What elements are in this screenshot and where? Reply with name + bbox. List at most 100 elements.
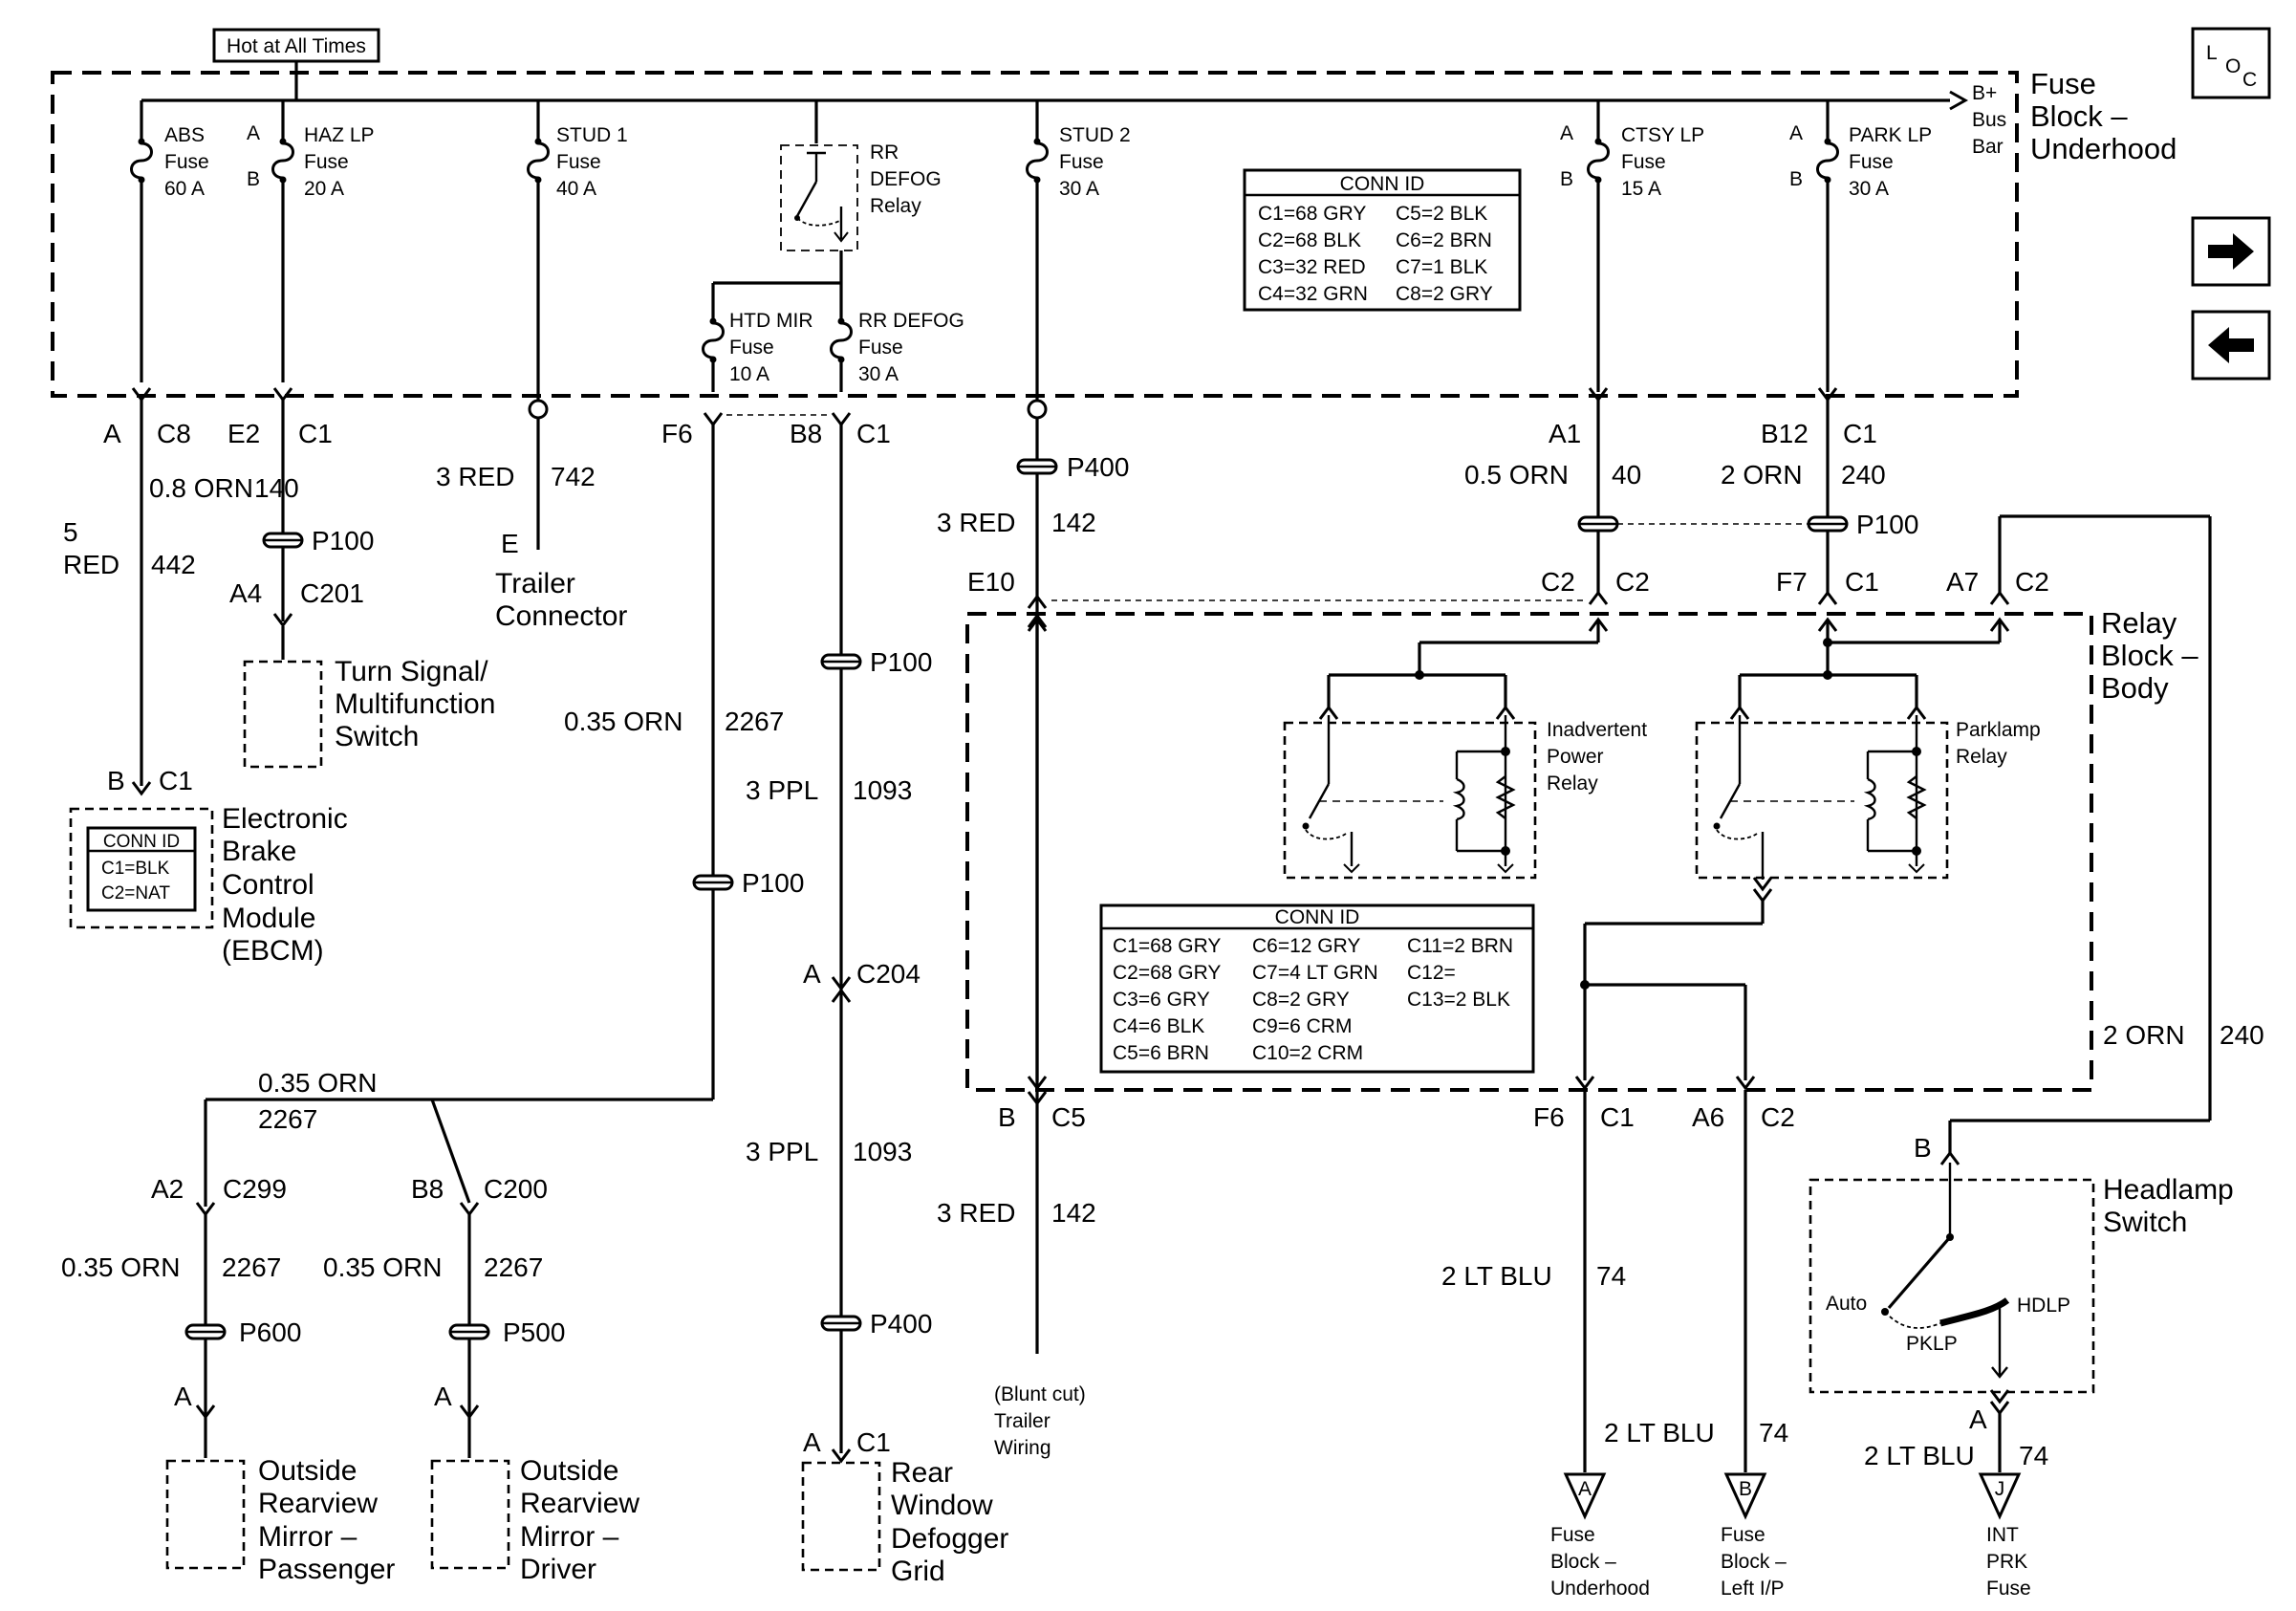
svg-text:PARK LP: PARK LP — [1849, 124, 1932, 146]
svg-text:C6=12 GRY: C6=12 GRY — [1252, 935, 1360, 957]
splice-p100-haz: P100 — [312, 526, 374, 555]
offpage-fuse-b-left-ip[interactable]: B Fuse Block – Left I/P — [1721, 1472, 1787, 1600]
svg-text:Electronic: Electronic — [222, 803, 348, 835]
svg-text:Switch: Switch — [335, 721, 419, 752]
haz-connector-c1: E2 C1 — [227, 419, 333, 448]
svg-text:Rearview: Rearview — [258, 1488, 378, 1519]
svg-text:C1: C1 — [298, 419, 333, 448]
svg-text:Module: Module — [222, 903, 315, 934]
ctsy-lp-fuse: A B CTSY LP Fuse 15 A — [1560, 100, 1704, 392]
svg-text:Fuse: Fuse — [1621, 151, 1666, 173]
svg-text:C3=6 GRY: C3=6 GRY — [1113, 989, 1210, 1011]
svg-text:C1: C1 — [856, 419, 891, 448]
headlamp-switch-pin-a: A — [1969, 1404, 1987, 1434]
svg-text:O: O — [2225, 55, 2241, 77]
svg-text:742: 742 — [551, 462, 596, 491]
svg-text:Power: Power — [1547, 746, 1604, 768]
svg-text:B: B — [998, 1102, 1016, 1132]
offpage-int-prk-fuse[interactable]: J INT PRK Fuse — [1978, 1472, 2031, 1600]
svg-text:J: J — [1995, 1478, 2005, 1500]
svg-text:PKLP: PKLP — [1906, 1333, 1958, 1355]
svg-text:C299: C299 — [223, 1174, 287, 1204]
svg-text:C4=6 BLK: C4=6 BLK — [1113, 1015, 1204, 1037]
svg-text:C7=4 LT GRN: C7=4 LT GRN — [1252, 962, 1378, 984]
svg-text:2 LT BLU: 2 LT BLU — [1441, 1261, 1552, 1291]
svg-text:Fuse: Fuse — [164, 151, 209, 173]
splice-p600: P600 — [239, 1317, 301, 1347]
svg-text:Rear: Rear — [891, 1457, 953, 1489]
svg-text:F6: F6 — [661, 419, 693, 448]
output-connector-f6-c1: F6 C1 — [1533, 1102, 1635, 1132]
svg-text:RR: RR — [870, 142, 899, 163]
svg-text:Multifunction: Multifunction — [335, 688, 495, 720]
svg-text:442: 442 — [151, 550, 196, 579]
svg-text:STUD 1: STUD 1 — [556, 124, 628, 146]
blunt-cut-trailer-wiring: (Blunt cut) Trailer Wiring — [994, 1383, 1086, 1459]
trailer-pin-e: E — [501, 529, 519, 558]
wire-label-park: 2 ORN 240 — [1721, 460, 1886, 490]
svg-text:Fuse: Fuse — [556, 151, 601, 173]
loc-icon[interactable]: L O C — [2191, 27, 2271, 99]
svg-text:Wiring: Wiring — [994, 1437, 1051, 1459]
svg-text:Inadvertent: Inadvertent — [1547, 719, 1647, 741]
splice-p400-top: P400 — [1067, 452, 1129, 482]
fuse-block-underhood-outline — [51, 71, 2019, 398]
svg-text:74: 74 — [1759, 1418, 1788, 1448]
wire-label-htd: 0.35 ORN 2267 — [564, 707, 784, 736]
svg-text:RR DEFOG: RR DEFOG — [858, 310, 964, 332]
forward-arrow-icon[interactable] — [2191, 216, 2271, 287]
driver-mirror-connector-c200: B8 C200 — [411, 1174, 548, 1204]
svg-text:Fuse: Fuse — [858, 337, 903, 359]
svg-text:Rearview: Rearview — [520, 1488, 639, 1519]
svg-text:B8: B8 — [411, 1174, 444, 1204]
svg-text:C201: C201 — [300, 578, 364, 608]
back-arrow-icon[interactable] — [2191, 310, 2271, 381]
svg-text:E2: E2 — [227, 419, 260, 448]
svg-text:C5: C5 — [1051, 1102, 1086, 1132]
svg-text:C1: C1 — [159, 766, 193, 795]
outside-rearview-mirror-driver: Outside Rearview Mirror – Driver — [430, 1455, 639, 1585]
turn-signal-connector-c201: A4 C201 — [229, 578, 364, 608]
svg-text:A4: A4 — [229, 578, 262, 608]
svg-text:15 A: 15 A — [1621, 178, 1661, 200]
svg-text:Grid: Grid — [891, 1556, 945, 1587]
svg-text:1093: 1093 — [853, 1137, 912, 1166]
headlamp-switch-pin-b: B — [1914, 1133, 1932, 1163]
svg-text:C2: C2 — [1615, 567, 1650, 597]
blunt-connector-c5: B C5 — [998, 1102, 1086, 1132]
driver-mirror-pin: A — [434, 1382, 452, 1411]
svg-text:HTD MIR: HTD MIR — [729, 310, 813, 332]
svg-text:B+: B+ — [1972, 82, 1997, 104]
conn-id-table-underhood: CONN ID C1=68 GRY C5=2 BLK C2=68 BLK C6=… — [1243, 168, 1522, 312]
svg-text:20 A: 20 A — [304, 178, 344, 200]
headlamp-switch: Auto PKLP HDLP Headlamp Switch — [1809, 1163, 2234, 1394]
haz-lp-fuse: A B HAZ LP Fuse 20 A — [247, 100, 375, 382]
svg-text:5: 5 — [63, 517, 78, 547]
svg-text:(EBCM): (EBCM) — [222, 935, 324, 967]
svg-text:240: 240 — [1841, 460, 1886, 490]
wire-label-stud1: 3 RED 742 — [436, 462, 596, 491]
offpage-fuse-a-underhood[interactable]: A Fuse Block – Underhood — [1550, 1472, 1650, 1600]
svg-text:0.5 ORN: 0.5 ORN — [1464, 460, 1569, 490]
svg-text:C11=2 BRN: C11=2 BRN — [1407, 935, 1513, 957]
svg-text:B12: B12 — [1761, 419, 1809, 448]
svg-text:CONN ID: CONN ID — [1340, 173, 1425, 195]
rr-defog-relay: RR DEFOG Relay — [780, 100, 942, 283]
svg-text:Fuse: Fuse — [1986, 1578, 2031, 1600]
svg-text:C2=68 BLK: C2=68 BLK — [1258, 229, 1361, 251]
svg-text:Control: Control — [222, 869, 314, 901]
svg-text:3 RED: 3 RED — [937, 508, 1015, 537]
svg-text:Block –: Block – — [1550, 1551, 1616, 1573]
svg-text:B8: B8 — [790, 419, 822, 448]
svg-text:C4=32 GRN: C4=32 GRN — [1258, 283, 1368, 305]
svg-text:A: A — [803, 959, 821, 989]
svg-text:RED: RED — [63, 550, 119, 579]
svg-text:DEFOG: DEFOG — [870, 168, 942, 190]
svg-text:C200: C200 — [484, 1174, 548, 1204]
svg-text:C2=68 GRY: C2=68 GRY — [1113, 962, 1221, 984]
svg-text:A1: A1 — [1549, 419, 1581, 448]
svg-text:C1: C1 — [1600, 1102, 1635, 1132]
svg-text:Underhood: Underhood — [2030, 132, 2177, 165]
svg-text:HDLP: HDLP — [2017, 1295, 2070, 1317]
